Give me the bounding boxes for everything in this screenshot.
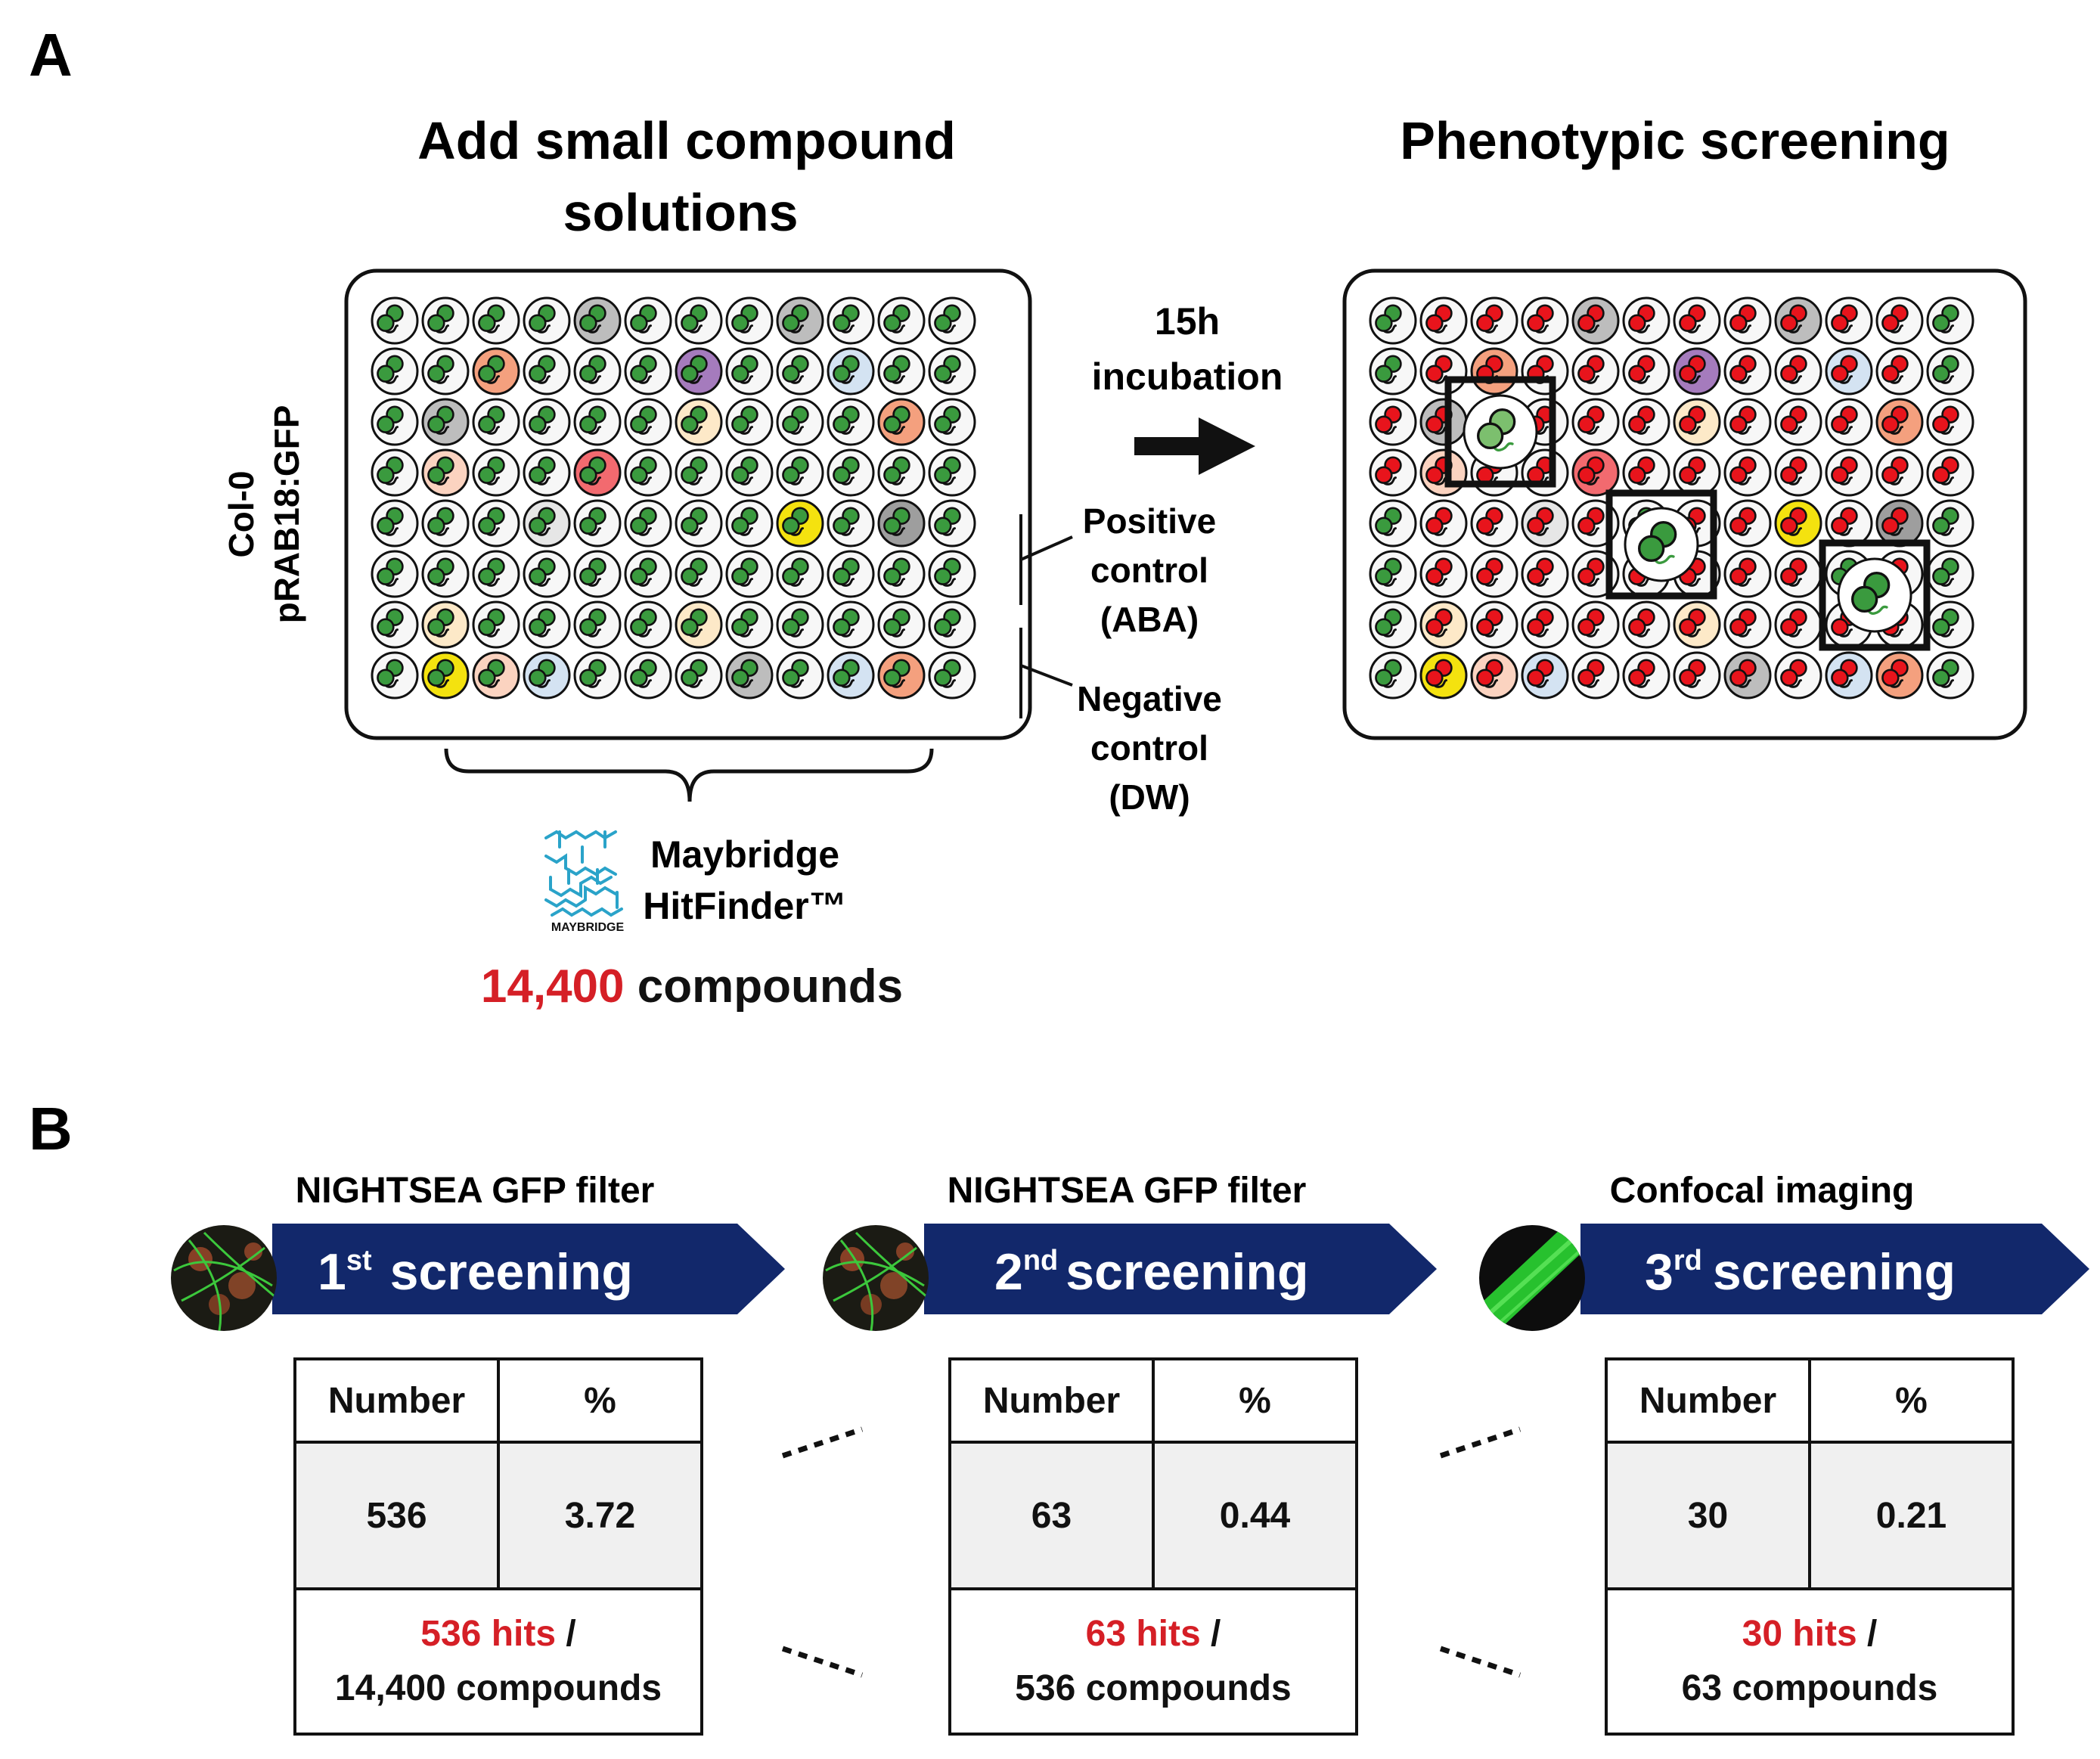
incubation-line1: 15h [1155,300,1220,343]
right-plate-wells [1369,296,1974,700]
hits-count: 30 hits [1742,1614,1857,1654]
stage2-ordinal-suffix: nd [1023,1245,1058,1277]
hits-count: 536 hits [420,1614,557,1654]
library-line1: Maybridge [650,833,839,876]
positive-control-line1: Positive [1083,501,1216,541]
positive-control-line2: control [1090,551,1208,590]
stage1-micrograph [171,1225,277,1331]
stage3-ordinal: 3 [1645,1243,1673,1301]
percent-value: 0.44 [1219,1495,1291,1536]
percent-value: 3.72 [564,1495,636,1536]
panel-a-label: A [29,21,73,88]
negative-control-line1: Negative [1077,679,1222,718]
stage2-word: screening [1066,1243,1308,1301]
stage-connectors [781,1426,1521,1678]
hits-slash: / [1200,1614,1221,1654]
stage1-label: 1st screening [318,1243,633,1301]
left-title-line2: solutions [563,183,798,242]
side-label-line2: pRAB18:GFP [267,405,306,624]
stage2-table: Number % 63 0.44 63 hits / 536 compounds [948,1357,1358,1736]
stage1-ordinal-suffix: st [346,1245,372,1277]
hits-slash: / [556,1614,576,1654]
stage3-ordinal-suffix: rd [1673,1245,1702,1277]
stage3-table: Number % 30 0.21 30 hits / 63 compounds [1605,1357,2015,1736]
negative-control-line3: (DW) [1109,777,1190,817]
percent-header: % [584,1380,616,1421]
number-header: Number [1608,1360,1811,1441]
library-line2: HitFinder™ [643,885,846,927]
positive-control-line3: (ABA) [1100,600,1199,639]
hits-slash: / [1856,1614,1878,1654]
number-value: 30 [1608,1444,1811,1587]
positive-control-leader [1020,535,1073,561]
panel-b-label: B [29,1095,73,1162]
compound-count-line: 14,400 compounds [481,960,903,1013]
hits-summary: 536 hits / 14,400 compounds [296,1590,700,1733]
right-title: Phenotypic screening [1400,111,1950,170]
hits-denominator: 63 compounds [1681,1668,1938,1708]
stage3-label: 3rd screening [1645,1243,1956,1301]
stage3-micrograph [1479,1225,1585,1331]
stage1-ordinal: 1 [318,1243,346,1301]
compound-count: 14,400 [481,960,625,1013]
incubation-line2: incubation [1092,355,1283,398]
number-header: Number [951,1360,1155,1441]
hits-denominator: 14,400 compounds [334,1668,662,1708]
hits-summary: 30 hits / 63 compounds [1608,1590,2012,1733]
stage2-filter: NIGHTSEA GFP filter [948,1171,1307,1211]
maybridge-logo-text: MAYBRIDGE [551,921,625,934]
stage3-word: screening [1713,1243,1956,1301]
compound-suffix: compounds [625,960,904,1013]
percent-value: 0.21 [1875,1495,1947,1536]
negative-control-leader [1020,664,1073,687]
hits-summary: 63 hits / 536 compounds [951,1590,1355,1733]
stage1-arrow [272,1224,785,1314]
library-brace [444,748,934,802]
incubation-arrow [1134,417,1255,475]
number-value: 63 [951,1444,1155,1587]
percent-header: % [1895,1380,1928,1421]
hit-highlight-1 [1444,376,1556,488]
hits-count: 63 hits [1085,1614,1201,1654]
maybridge-logo: MAYBRIDGE [544,830,625,934]
stage2-ordinal: 2 [994,1243,1023,1301]
number-header: Number [296,1360,500,1441]
percent-header: % [1239,1380,1271,1421]
stage1-word: screening [390,1243,633,1301]
side-label-line1: Col-0 [222,471,261,558]
stage2-arrow [924,1224,1437,1314]
hit-highlight-3 [1819,539,1931,651]
left-title-line1: Add small compound [417,111,956,170]
stage2-micrograph [823,1225,929,1331]
stage3-filter: Confocal imaging [1610,1171,1915,1211]
stage1-filter: NIGHTSEA GFP filter [296,1171,655,1211]
stage1-table: Number % 536 3.72 536 hits / 14,400 comp… [293,1357,703,1736]
negative-control-line2: control [1090,728,1208,768]
number-value: 536 [296,1444,500,1587]
left-plate-wells [371,296,976,700]
stage3-arrow [1580,1224,2089,1314]
hits-denominator: 536 compounds [1015,1668,1292,1708]
hit-highlight-2 [1605,489,1717,600]
